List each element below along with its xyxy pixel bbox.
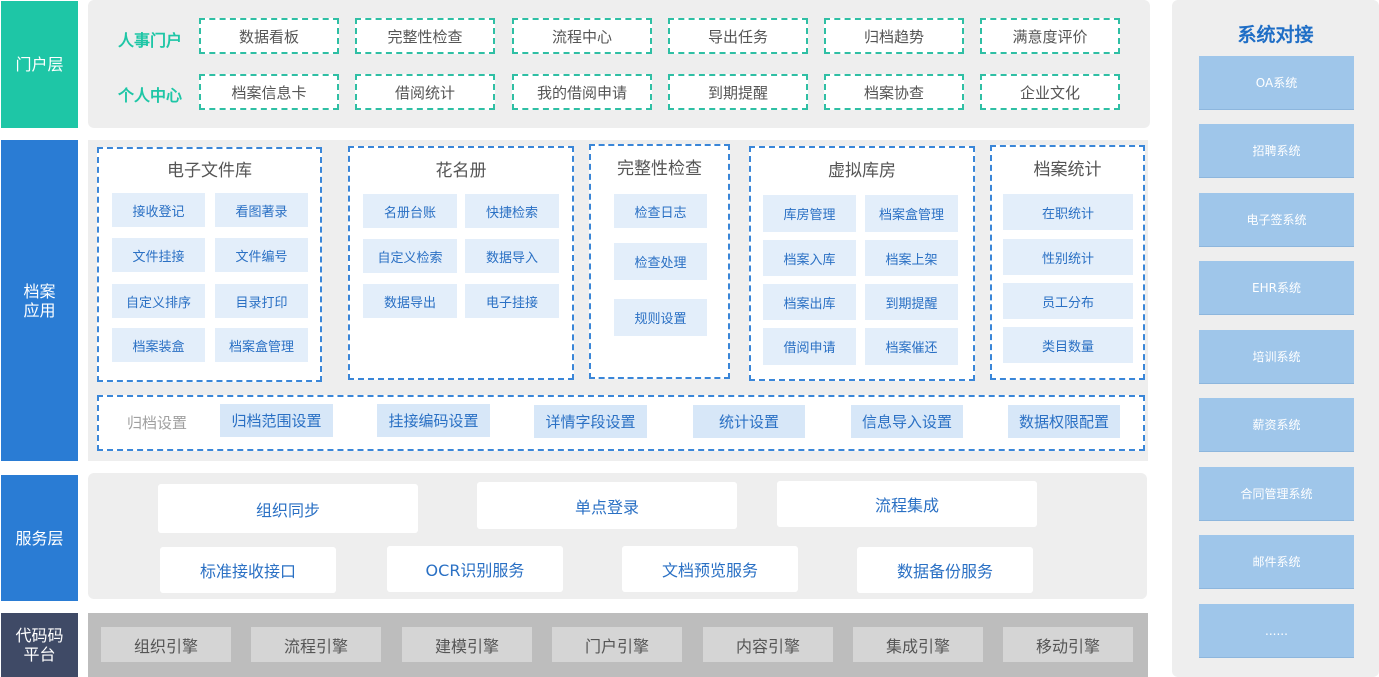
settings-item[interactable]: 统计设置	[693, 405, 805, 438]
portal-item[interactable]: 满意度评价	[980, 18, 1120, 54]
module-chip[interactable]: 文件编号	[215, 238, 308, 272]
settings-item[interactable]: 挂接编码设置	[377, 404, 490, 437]
engine-item[interactable]: 门户引擎	[552, 627, 682, 662]
service-item[interactable]: 数据备份服务	[857, 547, 1033, 593]
module-chip[interactable]: 规则设置	[614, 299, 707, 336]
service-item[interactable]: 组织同步	[158, 484, 418, 533]
module-chip[interactable]: 接收登记	[112, 193, 205, 227]
module-chip[interactable]: 借阅申请	[763, 328, 856, 365]
settings-item[interactable]: 归档范围设置	[220, 404, 333, 437]
module-chip[interactable]: 名册台账	[363, 194, 457, 228]
settings-item[interactable]: 数据权限配置	[1008, 405, 1120, 438]
portal-item[interactable]: 我的借阅申请	[512, 74, 652, 110]
system-item[interactable]: OA系统	[1199, 56, 1354, 110]
module-chip[interactable]: 性别统计	[1003, 239, 1133, 275]
system-item[interactable]: 薪资系统	[1199, 398, 1354, 452]
portal-row-title-personal: 个人中心	[117, 86, 182, 105]
system-item[interactable]: 培训系统	[1199, 330, 1354, 384]
engine-item[interactable]: 建模引擎	[402, 627, 532, 662]
module-chip[interactable]: 类目数量	[1003, 327, 1133, 363]
portal-item[interactable]: 数据看板	[199, 18, 339, 54]
module-chip[interactable]: 数据导入	[465, 239, 559, 273]
module-chip[interactable]: 检查日志	[614, 194, 707, 228]
module-chip[interactable]: 快捷检索	[465, 194, 559, 228]
layer-label-archive-app: 档案 应用	[1, 140, 78, 461]
module-title: 花名册	[435, 161, 487, 181]
module-chip[interactable]: 目录打印	[215, 284, 308, 318]
system-item[interactable]: 电子签系统	[1199, 193, 1354, 247]
module-chip[interactable]: 档案盒管理	[215, 328, 308, 362]
engine-item[interactable]: 移动引擎	[1003, 627, 1133, 662]
system-item[interactable]: 合同管理系统	[1199, 467, 1354, 521]
engine-item[interactable]: 集成引擎	[853, 627, 983, 662]
module-chip[interactable]: 档案装盒	[112, 328, 205, 362]
layer-label-service: 服务层	[1, 475, 78, 601]
module-chip[interactable]: 库房管理	[763, 195, 856, 232]
portal-row-title-hr: 人事门户	[117, 31, 182, 50]
portal-item[interactable]: 完整性检查	[355, 18, 495, 54]
module-chip[interactable]: 在职统计	[1003, 194, 1133, 230]
module-title: 虚拟库房	[828, 161, 896, 181]
module-title: 完整性检查	[617, 159, 702, 179]
module-chip[interactable]: 自定义检索	[363, 239, 457, 273]
module-chip[interactable]: 档案出库	[763, 284, 856, 320]
module-chip[interactable]: 员工分布	[1003, 283, 1133, 319]
system-integration-title: 系统对接	[1237, 24, 1314, 46]
module-chip[interactable]: 看图著录	[215, 193, 308, 227]
settings-item[interactable]: 详情字段设置	[534, 405, 647, 438]
engine-item[interactable]: 流程引擎	[251, 627, 381, 662]
module-chip[interactable]: 档案催还	[865, 328, 958, 365]
portal-item[interactable]: 导出任务	[668, 18, 808, 54]
module-title: 电子文件库	[167, 161, 252, 181]
system-item[interactable]: EHR系统	[1199, 261, 1354, 315]
portal-item[interactable]: 企业文化	[980, 74, 1120, 110]
portal-item[interactable]: 借阅统计	[355, 74, 495, 110]
module-chip[interactable]: 自定义排序	[112, 284, 205, 318]
service-item[interactable]: 文档预览服务	[622, 546, 798, 592]
portal-item[interactable]: 流程中心	[512, 18, 652, 54]
portal-item[interactable]: 档案信息卡	[199, 74, 339, 110]
engine-item[interactable]: 组织引擎	[101, 627, 231, 662]
module-chip[interactable]: 档案盒管理	[865, 195, 958, 232]
module-chip[interactable]: 到期提醒	[865, 284, 958, 320]
service-item[interactable]: 流程集成	[777, 481, 1037, 527]
module-chip[interactable]: 检查处理	[614, 243, 707, 280]
settings-item[interactable]: 信息导入设置	[851, 405, 963, 438]
portal-item[interactable]: 到期提醒	[668, 74, 808, 110]
layer-label-platform: 代码码 平台	[1, 613, 78, 677]
service-item[interactable]: 标准接收接口	[160, 547, 336, 593]
module-chip[interactable]: 电子挂接	[465, 284, 559, 318]
module-chip[interactable]: 文件挂接	[112, 238, 205, 272]
module-title: 档案统计	[1033, 160, 1102, 180]
portal-item[interactable]: 档案协查	[824, 74, 964, 110]
portal-item[interactable]: 归档趋势	[824, 18, 964, 54]
system-item[interactable]: 招聘系统	[1199, 124, 1354, 178]
module-chip[interactable]: 档案上架	[865, 240, 958, 276]
module-chip[interactable]: 档案入库	[763, 240, 856, 276]
layer-label-portal: 门户层	[1, 1, 78, 128]
service-item[interactable]: 单点登录	[477, 482, 737, 529]
engine-item[interactable]: 内容引擎	[703, 627, 833, 662]
module-chip[interactable]: 数据导出	[363, 284, 457, 318]
system-item[interactable]: ......	[1199, 604, 1354, 658]
settings-label: 归档设置	[127, 413, 188, 432]
service-item[interactable]: OCR识别服务	[387, 546, 563, 592]
system-item[interactable]: 邮件系统	[1199, 535, 1354, 589]
